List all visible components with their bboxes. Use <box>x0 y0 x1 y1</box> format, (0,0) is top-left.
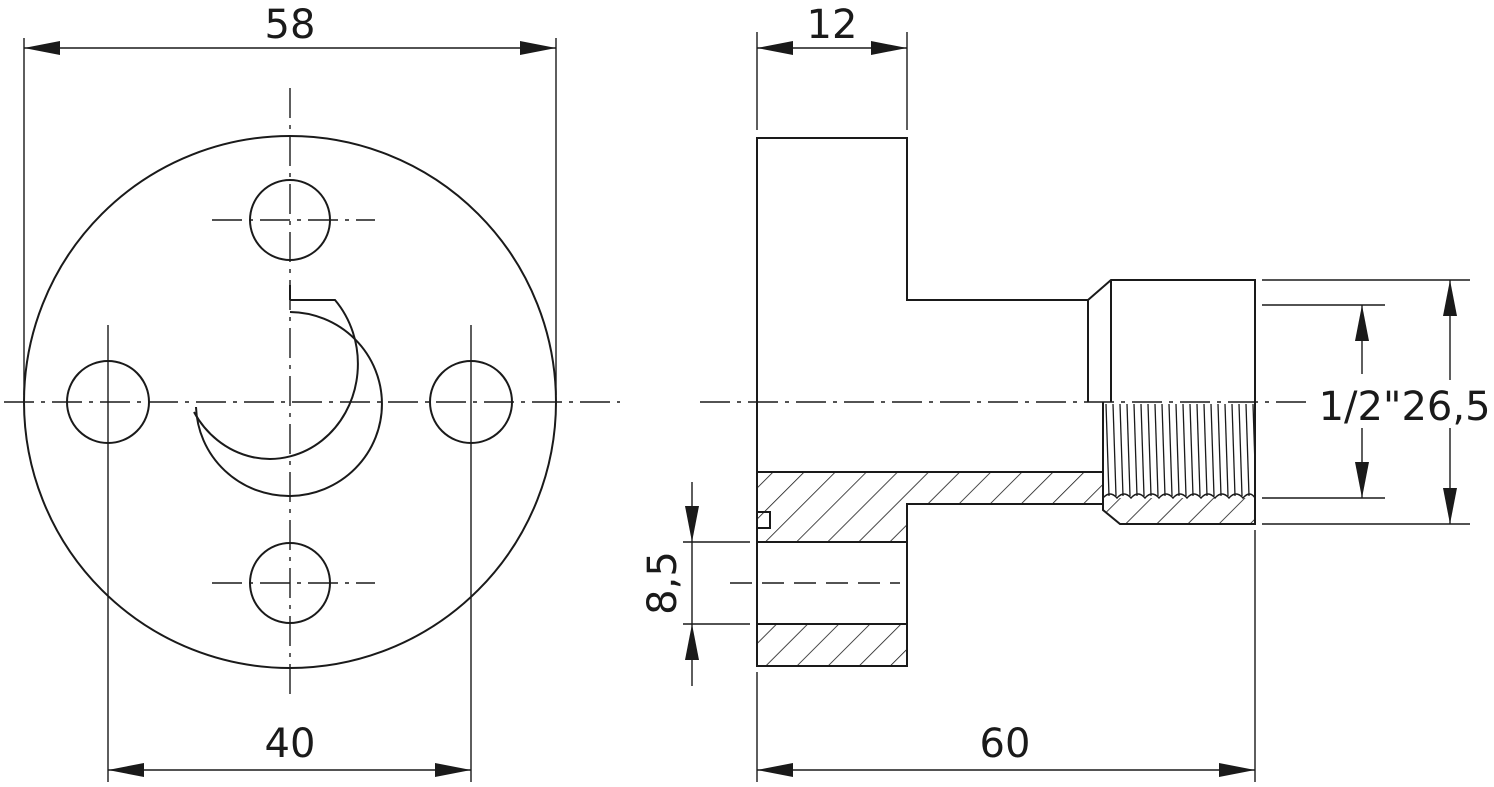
dim-label-40: 40 <box>265 721 316 767</box>
thread-line <box>1210 403 1215 497</box>
thread-line <box>1161 403 1166 497</box>
thread-line <box>1224 403 1229 497</box>
central-bore <box>193 285 383 497</box>
thread-line <box>1231 403 1236 497</box>
internal-thread <box>1105 403 1255 497</box>
dimension-bolt-spacing: 40 <box>108 721 471 777</box>
dimension-socket-diameter: 26,5 <box>1262 279 1491 525</box>
dimension-total-length: 60 <box>756 530 1256 782</box>
dimension-outer-diameter: 58 <box>23 2 557 395</box>
section-hatch-flange-upper <box>757 472 907 542</box>
fitting-outline <box>756 137 1256 667</box>
mounting-hole-left <box>66 325 150 782</box>
mounting-hole-bottom <box>212 542 375 624</box>
seal-groove <box>757 511 771 529</box>
side-view: 12 60 8,5 1/2" <box>640 2 1491 782</box>
thread-line <box>1133 403 1138 497</box>
thread-line <box>1105 403 1110 497</box>
section-hatch-flange-lower <box>757 624 907 666</box>
thread-line <box>1168 403 1173 497</box>
thread-line <box>1189 403 1194 497</box>
dimension-thread: 1/2" <box>1262 304 1402 499</box>
dim-label-60: 60 <box>980 721 1031 767</box>
dim-label-8-5: 8,5 <box>640 551 686 615</box>
thread-line <box>1245 403 1250 497</box>
thread-line <box>1196 403 1201 497</box>
thread-line <box>1119 403 1124 497</box>
thread-line <box>1112 403 1117 497</box>
mounting-hole-right <box>429 325 513 782</box>
thread-line <box>1182 403 1187 497</box>
thread-line <box>1175 403 1180 497</box>
front-view: 58 40 <box>4 2 620 782</box>
dim-label-26-5: 26,5 <box>1401 384 1490 430</box>
thread-line <box>1238 403 1243 497</box>
thread-root-line <box>1102 493 1256 500</box>
thread-line <box>1217 403 1222 497</box>
thread-line <box>1140 403 1145 497</box>
thread-line <box>1154 403 1159 497</box>
thread-line <box>1147 403 1152 497</box>
dimension-flange-thickness: 12 <box>756 2 908 130</box>
thread-line <box>1126 403 1131 497</box>
dim-label-12: 12 <box>807 2 858 48</box>
section-hatch-stem <box>907 472 1103 504</box>
mounting-hole-top <box>212 179 375 261</box>
dim-label-thread: 1/2" <box>1319 384 1402 430</box>
thread-line <box>1203 403 1208 497</box>
dim-label-58: 58 <box>265 2 316 48</box>
section-hatch-socket <box>1103 498 1255 524</box>
thread-line <box>1252 403 1255 486</box>
dimension-hole-diameter: 8,5 <box>640 482 750 686</box>
